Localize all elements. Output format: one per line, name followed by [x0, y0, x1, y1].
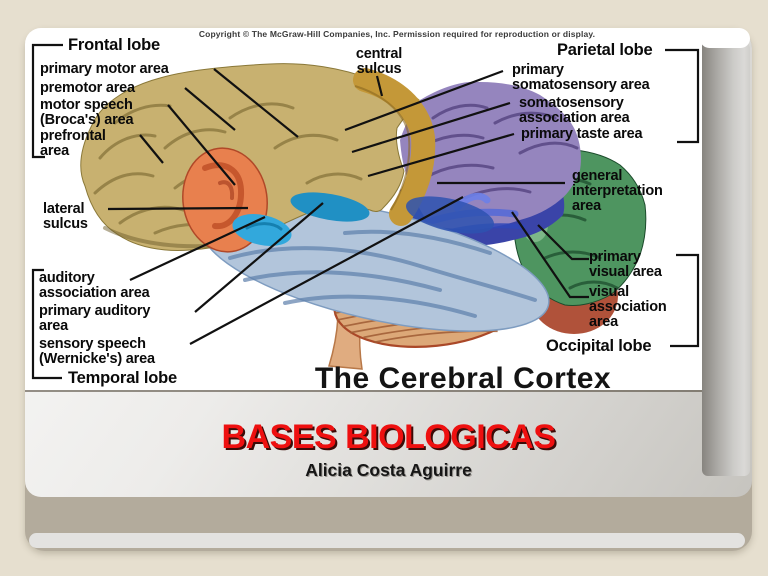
label-temporal-lobe: Temporal lobe	[68, 369, 177, 387]
primary-auditory-patch	[232, 214, 292, 246]
label-primary-motor-area: primary motor area	[40, 61, 169, 77]
label-motor-speech-broca: motor speech (Broca's) area	[40, 97, 134, 128]
slide-card: Copyright © The McGraw-Hill Companies, I…	[25, 28, 752, 551]
label-frontal-lobe: Frontal lobe	[68, 36, 161, 54]
parietal-lobe-region	[400, 81, 581, 230]
primary-motor-area-region	[353, 68, 436, 226]
slide-title: BASES BIOLOGICAS	[221, 418, 556, 456]
diagram-title: The Cerebral Cortex	[314, 362, 612, 395]
label-occipital-lobe: Occipital lobe	[546, 337, 652, 355]
slide-footer-bar	[29, 533, 745, 548]
label-lateral-sulcus: lateral sulcus	[43, 201, 88, 232]
label-somatosensory-association-area: somatosensory association area	[519, 95, 630, 126]
diagram-panel: Copyright © The McGraw-Hill Companies, I…	[25, 28, 702, 395]
label-prefrontal-area: prefrontal area	[40, 128, 106, 159]
wernicke-blue-patch	[406, 196, 494, 234]
page-curl	[700, 28, 750, 48]
label-auditory-association-area: auditory association area	[39, 270, 150, 301]
page-edge-3d	[702, 36, 750, 476]
label-primary-visual-area: primary visual area	[589, 249, 662, 280]
label-central-sulcus: central sulcus	[355, 46, 403, 77]
label-sensory-speech-wernicke: sensory speech (Wernicke's) area	[39, 336, 155, 367]
label-general-interpretation-area: general interpretation area	[572, 168, 663, 214]
copyright-text: Copyright © The McGraw-Hill Companies, I…	[198, 29, 596, 39]
leader-lines	[31, 43, 700, 380]
label-primary-auditory-area: primary auditory area	[39, 303, 151, 334]
label-parietal-lobe: Parietal lobe	[557, 41, 653, 59]
label-primary-taste-area: primary taste area	[521, 126, 643, 142]
label-visual-association-area: visual association area	[589, 284, 667, 330]
brain-illustration	[31, 43, 700, 380]
slide-subtitle: Alicia Costa Aguirre	[305, 460, 472, 480]
label-primary-somatosensory-area: primary somatosensory area	[512, 62, 650, 93]
label-premotor-area: premotor area	[40, 80, 135, 96]
